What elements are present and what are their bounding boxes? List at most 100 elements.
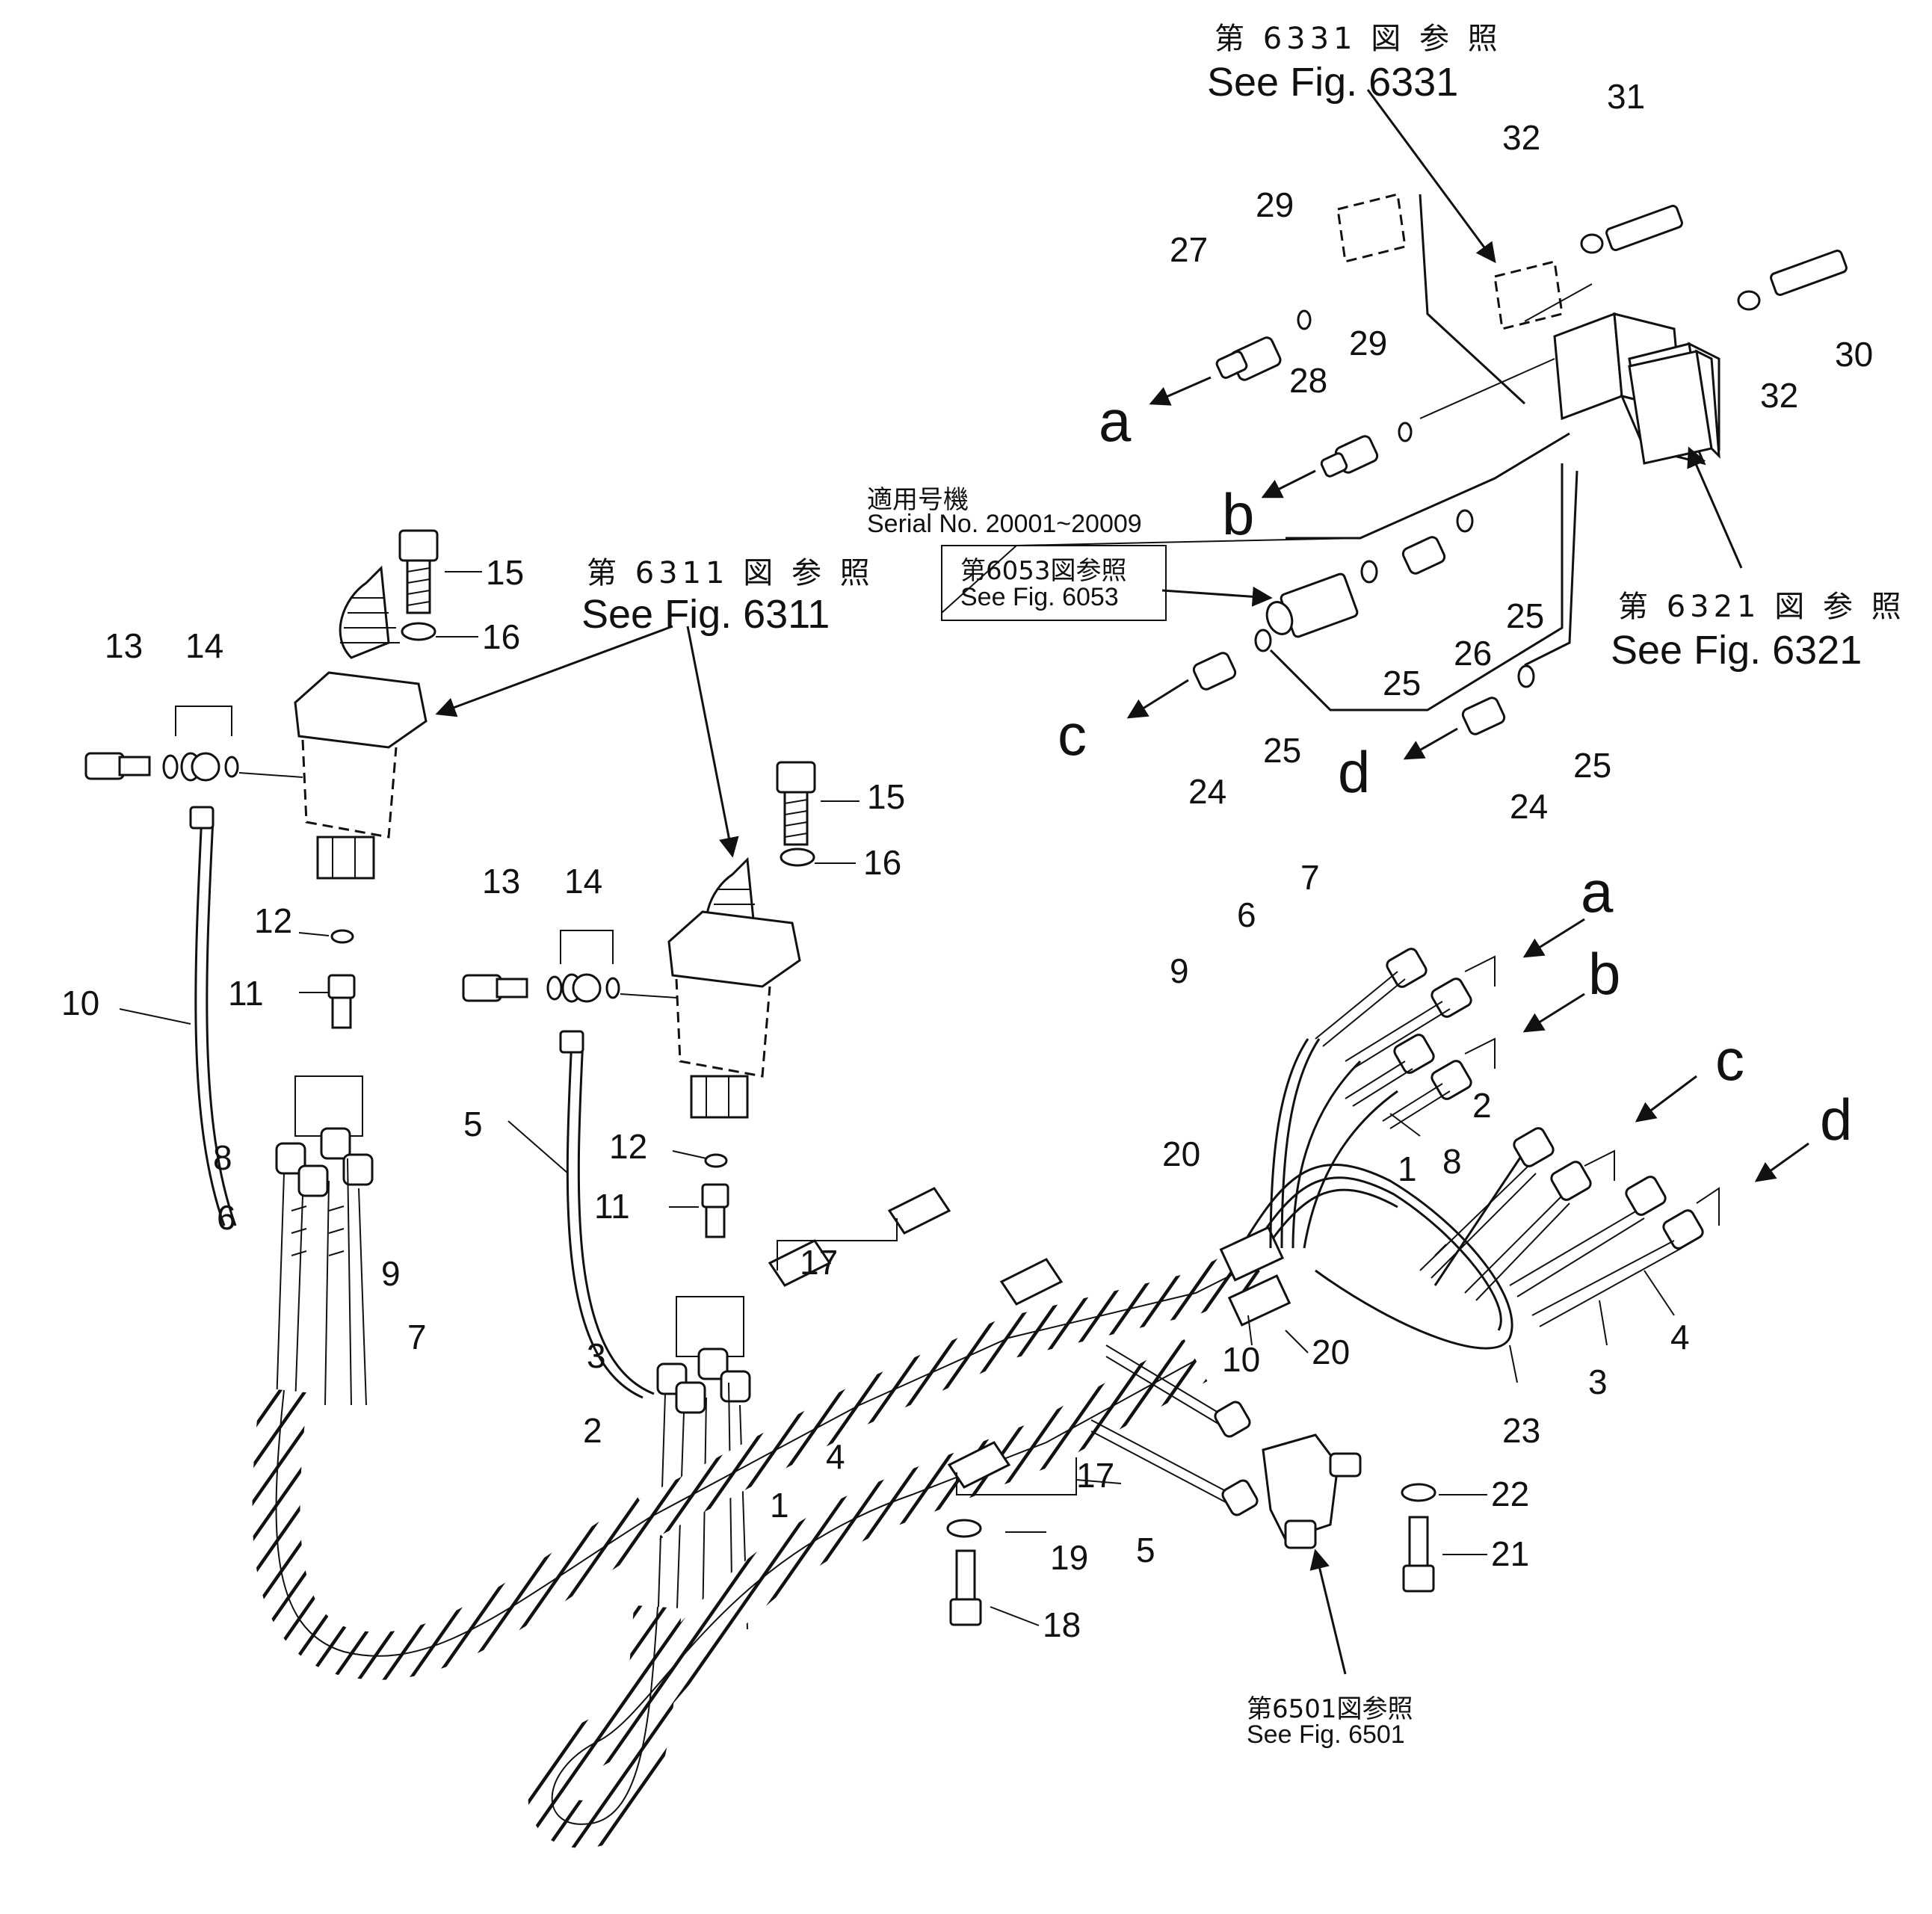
label-20-lower: 20 — [1312, 1333, 1350, 1371]
label-15-center: 15 — [867, 777, 905, 816]
label-13-center: 13 — [482, 862, 520, 901]
top-fittings — [1215, 204, 1848, 478]
label-8-right: 8 — [1442, 1142, 1462, 1181]
clamps-17 — [768, 1187, 1077, 1495]
ref-6331-jp: 第 6331 図 参 照 — [1215, 22, 1502, 56]
label-25-center: 25 — [1383, 664, 1421, 703]
label-19: 19 — [1050, 1538, 1088, 1577]
label-10-bottom: 10 — [1222, 1340, 1260, 1379]
label-3-right: 3 — [1588, 1362, 1608, 1401]
ref-6321-en: See Fig. 6321 — [1611, 628, 1862, 673]
label-24-right: 24 — [1510, 787, 1548, 826]
center-ppc-valve-port-block — [690, 1075, 749, 1119]
label-24-left: 24 — [1188, 772, 1226, 811]
label-1-center: 1 — [770, 1486, 789, 1525]
ref-6053-en: See Fig. 6053 — [960, 583, 1119, 611]
label-30: 30 — [1835, 335, 1873, 374]
label-5-bottom: 5 — [1136, 1531, 1155, 1569]
label-11-left: 11 — [228, 974, 264, 1013]
label-31: 31 — [1607, 77, 1645, 116]
hose-5-center — [566, 1038, 644, 1399]
fitting-26 — [1401, 536, 1446, 575]
loop-23 — [1239, 1163, 1513, 1350]
label-28: 28 — [1289, 361, 1327, 400]
right-hose-ends-lower — [1419, 1127, 1720, 1327]
left-ppc-valve-flange — [294, 671, 428, 749]
label-8-left: 8 — [213, 1138, 232, 1177]
center-ppc-valve-flange — [667, 910, 801, 988]
letter-d-top: d — [1338, 739, 1370, 805]
ref-6311-en: See Fig. 6311 — [581, 592, 830, 637]
letter-c-top: c — [1058, 702, 1087, 768]
label-15-left: 15 — [486, 553, 524, 592]
clamp-20-lower — [1227, 1274, 1291, 1327]
label-13-left: 13 — [105, 626, 143, 665]
ref-6501-jp: 第6501図参照 — [1247, 1694, 1413, 1724]
tee-fitting-6501 — [1262, 1433, 1362, 1675]
hose-10-left — [194, 814, 226, 1226]
left-ppc-valve-assembly — [294, 565, 428, 880]
ref-6053-jp: 第6053図参照 — [960, 556, 1127, 586]
left-banjo-fitting-group — [84, 706, 303, 782]
label-5-center: 5 — [463, 1105, 483, 1143]
bolt-21-washer-22 — [1401, 1483, 1436, 1593]
label-4-center: 4 — [826, 1437, 845, 1476]
right-hose-ends-upper — [1315, 948, 1496, 1129]
label-14-center: 14 — [564, 862, 602, 901]
part-number-labels: 13 14 15 16 12 11 10 8 6 9 7 13 14 15 16… — [61, 77, 1873, 1644]
valve-block-6321 — [1628, 349, 1743, 569]
center-mounting-bolt — [776, 761, 816, 867]
letter-d-right: d — [1820, 1087, 1852, 1152]
label-11-center: 11 — [594, 1187, 630, 1226]
label-29-upper: 29 — [1256, 185, 1294, 224]
label-26: 26 — [1454, 634, 1492, 673]
label-12-center: 12 — [609, 1127, 647, 1166]
label-2-right: 2 — [1472, 1086, 1492, 1125]
label-32-lower: 32 — [1760, 376, 1798, 415]
oring-12-left — [330, 929, 354, 944]
hose-5-end — [1221, 1479, 1259, 1516]
label-7-left: 7 — [407, 1318, 427, 1356]
label-9-right: 9 — [1170, 951, 1189, 990]
center-harness-spiral-wrap — [528, 1339, 1208, 1848]
label-7-right: 7 — [1300, 858, 1320, 897]
label-18: 18 — [1043, 1605, 1081, 1644]
ref-6331-en: See Fig. 6331 — [1207, 60, 1458, 105]
left-ppc-valve-port-block — [316, 836, 375, 880]
ref-6311-jp: 第 6311 図 参 照 — [587, 556, 874, 590]
ref-6501-en: See Fig. 6501 — [1247, 1720, 1405, 1749]
label-16-left: 16 — [482, 617, 520, 656]
label-17-lower: 17 — [1076, 1456, 1114, 1495]
fitting-24-left — [1192, 652, 1237, 691]
label-29-lower: 29 — [1349, 324, 1387, 362]
ref-6321-jp: 第 6321 図 参 照 — [1618, 590, 1906, 624]
label-12-left: 12 — [254, 901, 292, 940]
label-9-left: 9 — [381, 1254, 401, 1293]
center-banjo-fitting-group — [462, 930, 677, 1003]
label-6-right: 6 — [1237, 895, 1256, 934]
clamp-20-upper — [1219, 1226, 1285, 1282]
oring-12-center — [704, 1153, 728, 1168]
label-23: 23 — [1502, 1411, 1540, 1450]
label-4-right: 4 — [1670, 1318, 1690, 1356]
letter-b-right: b — [1588, 941, 1620, 1007]
fitting-24-right — [1461, 697, 1506, 735]
label-2-center: 2 — [583, 1411, 602, 1450]
left-mounting-bolt — [398, 529, 439, 641]
center-ppc-valve-assembly — [667, 856, 801, 1119]
label-20-upper: 20 — [1162, 1134, 1200, 1173]
label-21: 21 — [1491, 1534, 1529, 1573]
letter-b-top: b — [1222, 481, 1254, 547]
bolt-31 — [1605, 204, 1683, 252]
label-6-left: 6 — [217, 1198, 236, 1237]
label-27: 27 — [1170, 230, 1208, 269]
serial-label-jp: 適用号機 — [867, 485, 969, 515]
label-25-right-upper: 25 — [1506, 596, 1544, 635]
bolt-30 — [1770, 249, 1848, 297]
label-3-center: 3 — [587, 1336, 606, 1375]
label-14-left: 14 — [185, 626, 223, 665]
letter-a-top: a — [1099, 388, 1132, 454]
label-16-center: 16 — [863, 843, 901, 882]
left-hose-bundle — [275, 1075, 374, 1406]
